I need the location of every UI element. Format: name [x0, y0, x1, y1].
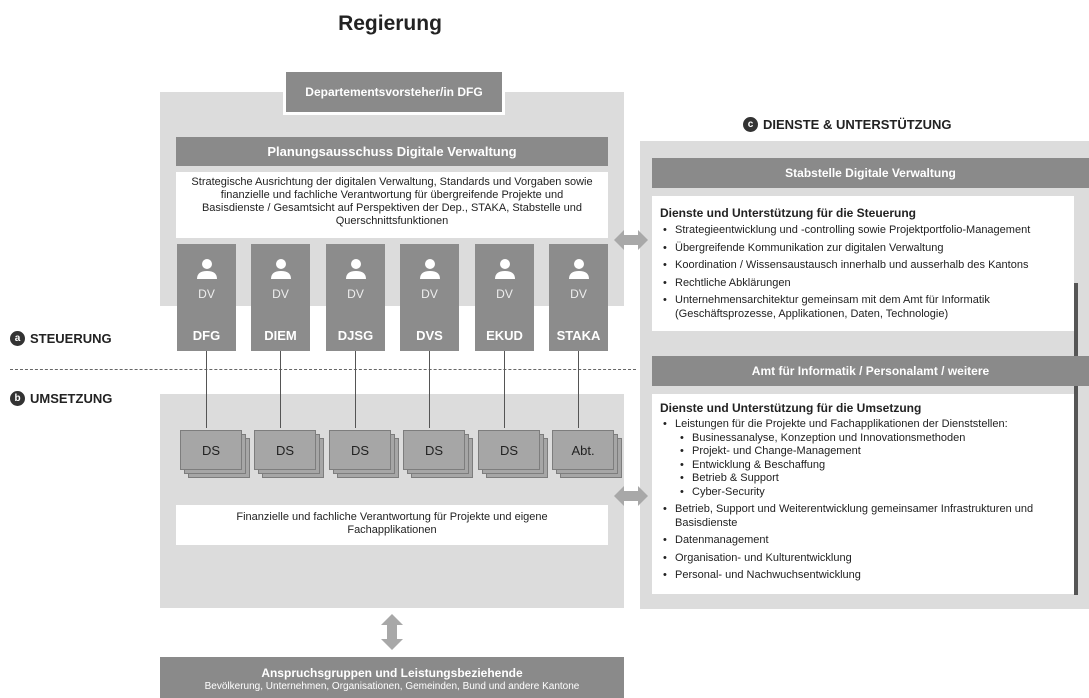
person-icon [177, 258, 236, 285]
page-title: Regierung [338, 12, 442, 35]
umsetzung-panel [160, 394, 624, 608]
department-name: EKUD [486, 328, 523, 343]
list-item: Personal- und Nachwuchsentwicklung [660, 569, 1066, 583]
stabstelle-title: Stabstelle Digitale Verwaltung [652, 158, 1089, 188]
department-column: DV STAKA [549, 244, 608, 351]
dv-label: DV [496, 287, 513, 301]
amt-box: Dienste und Unterstützung für die Umsetz… [652, 394, 1074, 594]
dv-label: DV [347, 287, 364, 301]
amt-list: Leistungen für die Projekte und Fachappl… [660, 418, 1066, 583]
department-column: DV DVS [400, 244, 459, 351]
list-item: Organisation- und Kulturentwicklung [660, 552, 1066, 566]
department-column: DV DJSG [326, 244, 385, 351]
list-item: Strategieentwicklung und -controlling so… [660, 224, 1066, 238]
list-item: Leistungen für die Projekte und Fachappl… [660, 418, 1066, 432]
planning-title: Planungsausschuss Digitale Verwaltung [176, 137, 608, 166]
head-box-label: Departementsvorsteher/in DFG [286, 72, 502, 112]
stabstelle-box: Dienste und Unterstützung für die Steuer… [652, 196, 1074, 331]
arrow-vertical-icon [381, 614, 403, 650]
list-item: Rechtliche Abklärungen [660, 277, 1066, 291]
department-column: DV DFG [177, 244, 236, 351]
person-icon [251, 258, 310, 285]
section-b-label: UMSETZUNG [30, 391, 113, 406]
dienststelle-box: Abt. [552, 430, 614, 470]
sub-list-item: Entwicklung & Beschaffung [660, 459, 1066, 473]
list-item: Datenmanagement [660, 534, 1066, 548]
umsetzung-text: Finanzielle und fachliche Verantwortung … [176, 505, 608, 545]
department-name: DJSG [337, 328, 374, 343]
person-icon [549, 258, 608, 285]
list-item: Übergreifende Kommunikation zur digitale… [660, 242, 1066, 256]
section-a-badge: a [10, 331, 25, 346]
section-c-label: DIENSTE & UNTERSTÜTZUNG [763, 117, 952, 132]
section-c-badge: c [743, 117, 758, 132]
department-column: DV DIEM [251, 244, 310, 351]
person-icon [475, 258, 534, 285]
stabstelle-list: Strategieentwicklung und -controlling so… [660, 224, 1066, 321]
sub-list-item: Betrieb & Support [660, 472, 1066, 486]
person-icon [400, 258, 459, 285]
department-name: STAKA [556, 328, 601, 343]
department-name: DVS [416, 328, 443, 343]
divider-line [10, 369, 636, 370]
list-item: Betrieb, Support und Weiterentwicklung g… [660, 503, 1066, 530]
section-a-label: STEUERUNG [30, 331, 112, 346]
list-item: Unternehmensarchitektur gemeinsam mit de… [660, 294, 1066, 321]
dv-label: DV [198, 287, 215, 301]
sub-list-item: Cyber-Security [660, 486, 1066, 500]
stakeholders-title: Anspruchsgruppen und Leistungsbeziehende [261, 666, 523, 680]
stakeholders-text: Bevölkerung, Unternehmen, Organisationen… [204, 681, 580, 692]
dienststelle-box: DS [180, 430, 242, 470]
stakeholders-box: Anspruchsgruppen und Leistungsbeziehende… [160, 657, 624, 698]
dv-label: DV [421, 287, 438, 301]
services-side-bar [1074, 283, 1078, 595]
dienststelle-box: DS [329, 430, 391, 470]
sub-list-item: Businessanalyse, Konzeption und Innovati… [660, 432, 1066, 446]
dv-label: DV [272, 287, 289, 301]
arrow-umsetzung-icon [614, 486, 648, 506]
sub-list-item: Projekt- und Change-Management [660, 445, 1066, 459]
department-name: DIEM [264, 328, 297, 343]
list-item: Koordination / Wissensaustausch innerhal… [660, 259, 1066, 273]
department-name: DFG [192, 328, 221, 343]
planning-text: Strategische Ausrichtung der digitalen V… [176, 172, 608, 238]
stabstelle-heading: Dienste und Unterstützung für die Steuer… [660, 206, 917, 220]
dienststelle-box: DS [254, 430, 316, 470]
person-icon [326, 258, 385, 285]
section-b-badge: b [10, 391, 25, 406]
arrow-steuerung-icon [614, 230, 648, 250]
dienststelle-box: DS [478, 430, 540, 470]
amt-heading: Dienste und Unterstützung für die Umsetz… [660, 401, 922, 415]
dienststelle-box: DS [403, 430, 465, 470]
department-column: DV EKUD [475, 244, 534, 351]
amt-title: Amt für Informatik / Personalamt / weite… [652, 356, 1089, 386]
dv-label: DV [570, 287, 587, 301]
